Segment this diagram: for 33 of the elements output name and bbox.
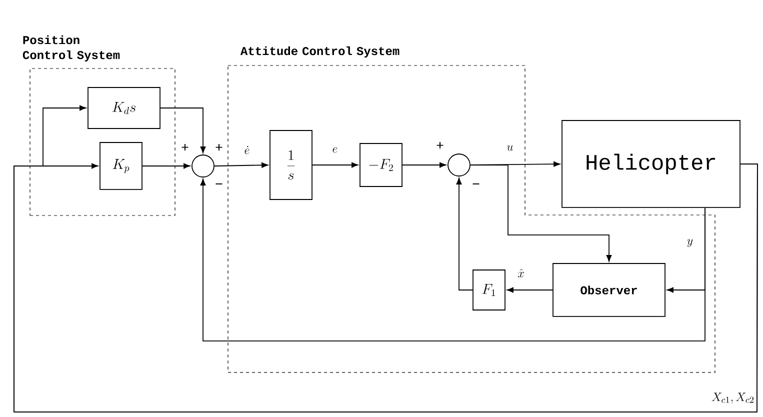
arrow — [160, 108, 206, 154]
sign-label: + — [216, 144, 222, 151]
node-label: Attitude Control System — [240, 46, 400, 58]
gain-box: $F_{1}$ — [472, 270, 506, 310]
sign-label: − — [216, 183, 222, 184]
arrow — [312, 162, 358, 168]
plant-box: Helicopter — [562, 120, 740, 208]
sign-label: + — [436, 142, 444, 149]
arrow — [506, 287, 553, 293]
arrow — [470, 164, 612, 262]
arrow — [14, 105, 758, 412]
edge-label: $\hat{x}$ — [516, 268, 526, 278]
arrow — [200, 178, 706, 342]
gain-box: $K_{p}$ — [100, 142, 142, 190]
edge-label: $X_{c1}, X_{c2}$ — [710, 392, 756, 404]
arrow — [456, 178, 473, 290]
gain-box: $-F_{2}$ — [360, 143, 402, 187]
observer-box: Observer — [552, 263, 666, 317]
summing-junction — [448, 154, 470, 176]
edge-label: $\dot{e}$ — [243, 145, 251, 155]
edge-label: $y$ — [686, 238, 694, 248]
arrow — [214, 162, 268, 168]
sign-label: + — [182, 144, 188, 151]
summing-junction — [192, 154, 214, 178]
gain-box: $K_{d}s$ — [88, 87, 160, 129]
arrow — [666, 208, 706, 293]
node-label: Position Control System — [22, 35, 120, 62]
arrow — [142, 163, 190, 169]
sign-label: − — [472, 183, 480, 184]
arrow — [402, 162, 446, 168]
edge-label: $u$ — [506, 144, 514, 152]
gain-box: $\frac{1}{s}$ — [270, 130, 312, 200]
edge-label: $e$ — [331, 146, 339, 154]
